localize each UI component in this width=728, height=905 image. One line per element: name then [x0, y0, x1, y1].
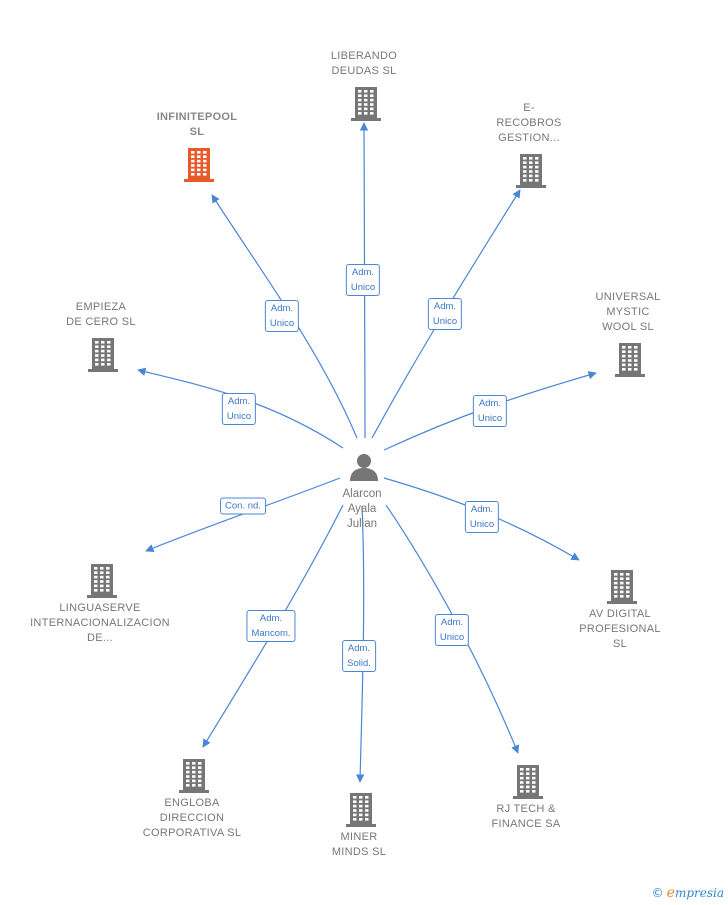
edge-role-line: Unico	[439, 632, 465, 643]
company-name-line: DIRECCION	[159, 812, 225, 824]
edge-role-line: Adm.	[351, 267, 375, 278]
brand-initial: e	[666, 885, 675, 901]
center-name-line-2: Ayala	[347, 503, 377, 515]
edge-role-empieza[interactable]: Adm. Unico	[221, 393, 257, 425]
company-name-line: DE...	[87, 632, 113, 644]
company-name-line: SL	[612, 638, 628, 650]
company-name: ENGLOBA DIRECCION CORPORATIVA SL	[143, 796, 242, 841]
building-icon	[607, 570, 637, 604]
edge-role-line: Adm.	[347, 643, 371, 654]
company-name: MINER MINDS SL	[332, 830, 386, 860]
edge-role-line: Adm.	[433, 301, 457, 312]
edge-role-line: Solid.	[347, 658, 371, 669]
brand-name: mpresia	[674, 886, 724, 900]
company-name: LIBERANDO DEUDAS SL	[331, 49, 397, 79]
company-name-line: RECOBROS	[496, 117, 562, 129]
edge-role-linguaserve[interactable]: Con. nd.	[220, 497, 266, 515]
edge-role-line: Adm.	[440, 617, 464, 628]
company-name-line: ENGLOBA	[164, 797, 220, 809]
building-icon	[88, 338, 118, 372]
person-icon	[350, 454, 378, 481]
company-name-line: LIBERANDO	[330, 50, 398, 62]
edge-role-line: Adm.	[478, 398, 502, 409]
building-icon	[184, 148, 214, 182]
edge-role-line: Unico	[432, 316, 458, 327]
company-name-line: LINGUASERVE	[59, 602, 141, 614]
company-name: INFINITEPOOL SL	[157, 110, 238, 140]
company-name-line: WOOL SL	[602, 321, 654, 333]
edge-role-liberando[interactable]: Adm. Unico	[345, 264, 381, 296]
edge-role-line: Adm.	[270, 303, 294, 314]
building-icon	[346, 793, 376, 827]
company-name-line: AV DIGITAL	[589, 608, 651, 620]
company-name-line: DE CERO SL	[66, 316, 136, 328]
edge-role-line: Mancom.	[251, 628, 291, 639]
edge-role-rjtech[interactable]: Adm. Unico	[434, 614, 470, 646]
center-person-name: Alarcon Ayala Julian	[343, 487, 382, 532]
edge-role-erecobros[interactable]: Adm. Unico	[427, 298, 463, 330]
company-name: LINGUASERVE INTERNACIONALIZACION DE...	[30, 601, 170, 646]
company-name-line: E-	[523, 102, 535, 114]
company-name: E- RECOBROS GESTION...	[496, 101, 561, 146]
company-name-line: EMPIEZA	[75, 301, 127, 313]
edge-role-line: Adm.	[227, 396, 251, 407]
company-name-line: MINER	[340, 831, 378, 843]
company-name: UNIVERSAL MYSTIC WOOL SL	[595, 290, 660, 335]
center-name-line-3: Julian	[346, 518, 378, 530]
building-icon	[615, 343, 645, 377]
edge-role-line: Unico	[477, 413, 503, 424]
edge-role-line: Con. nd.	[225, 500, 261, 512]
building-icon	[513, 765, 543, 799]
company-name-line: UNIVERSAL	[595, 291, 661, 303]
company-name: RJ TECH & FINANCE SA	[491, 802, 560, 832]
company-name-line: CORPORATIVA SL	[142, 827, 242, 839]
company-name-line: GESTION...	[498, 132, 560, 144]
edge-role-line: Unico	[226, 411, 252, 422]
edge-role-avdigital[interactable]: Adm. Unico	[464, 501, 500, 533]
edge-role-line: Adm.	[470, 504, 494, 515]
company-name-line: DEUDAS SL	[331, 65, 397, 77]
building-icon	[179, 759, 209, 793]
edge-line-linguaserve	[145, 477, 341, 553]
edge-role-line: Unico	[469, 519, 495, 530]
company-name-line: PROFESIONAL	[579, 623, 661, 635]
edge-role-miner[interactable]: Adm. Solid.	[342, 640, 376, 672]
edge-role-line: Unico	[269, 318, 295, 329]
building-icon	[87, 564, 117, 598]
company-name-line: INTERNACIONALIZACION	[30, 617, 170, 629]
company-name-line: MINDS SL	[331, 846, 387, 858]
company-name: EMPIEZA DE CERO SL	[66, 300, 136, 330]
copyright-icon: ©	[651, 886, 664, 900]
edge-role-universal[interactable]: Adm. Unico	[472, 395, 508, 427]
company-name-line: FINANCE SA	[491, 818, 561, 830]
company-name-line: INFINITEPOOL	[156, 111, 238, 123]
company-name-line: SL	[189, 126, 205, 138]
empresia-brand[interactable]: ©empresia	[652, 885, 724, 901]
edge-role-line: Unico	[350, 282, 376, 293]
edge-role-infinitepool[interactable]: Adm. Unico	[264, 300, 300, 332]
edge-role-engloba[interactable]: Adm. Mancom.	[246, 610, 296, 642]
company-name-line: RJ TECH &	[496, 803, 556, 815]
building-icon	[516, 154, 546, 188]
edge-role-line: Adm.	[259, 613, 283, 624]
company-name-line: MYSTIC	[606, 306, 650, 318]
center-name-line-1: Alarcon	[342, 488, 382, 500]
company-name: AV DIGITAL PROFESIONAL SL	[579, 607, 661, 652]
building-icon	[351, 87, 381, 121]
